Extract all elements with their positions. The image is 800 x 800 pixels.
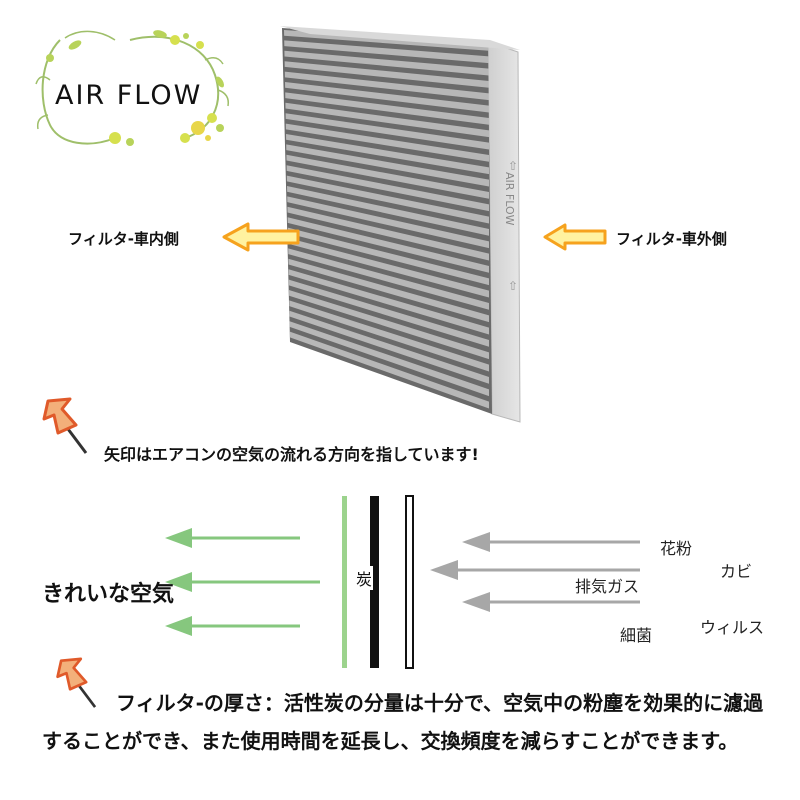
filter-pleat	[285, 113, 489, 150]
filter-pleat	[284, 40, 489, 64]
filter-pleat	[288, 248, 489, 310]
filter-pleat	[284, 50, 489, 76]
left-arrow-icon	[543, 223, 607, 251]
filter-pleat	[285, 82, 489, 113]
filter-pleat	[286, 175, 489, 224]
filter-pleat	[286, 165, 489, 212]
filter-pleat	[288, 258, 489, 323]
filter-pleat	[287, 217, 489, 273]
air-flow-logo-decoration	[35, 30, 230, 146]
carbon-layer-label: 炭	[355, 566, 374, 590]
pushpin-icon	[56, 657, 97, 708]
filter-pleat	[286, 154, 489, 199]
filter-pleat	[287, 206, 489, 261]
filter-pleat	[289, 300, 489, 372]
filter-thickness-description: フィルタ-の厚さ：活性炭の分量は十分で、空気中の粉塵を効果的に濾過することができ…	[42, 691, 764, 753]
filter-pleat	[285, 123, 489, 162]
filter-pleat	[288, 238, 489, 298]
inside-label: フィルタ-車内側	[68, 230, 179, 248]
filter-pleat	[287, 186, 489, 236]
filter-pleat	[284, 71, 489, 101]
air-flow-logo-text: AIR FLOW	[55, 80, 203, 111]
pollutant-exhaust: 排気ガス	[575, 577, 640, 596]
airflow-direction-note: 矢印はエアコンの空気の流れる方向を指しています!	[104, 445, 479, 464]
cabin-filter-image: AIR FLOW ⇧ ⇧	[280, 26, 521, 423]
outside-label: フィルタ-車外側	[616, 230, 727, 248]
filter-pleat	[287, 227, 489, 286]
svg-text:⇧: ⇧	[508, 279, 518, 293]
filtration-diagram	[165, 495, 640, 669]
svg-text:⇧: ⇧	[508, 159, 518, 173]
pushpin-icon	[42, 397, 88, 454]
filter-pleat	[285, 102, 489, 138]
filter-pleat	[289, 310, 489, 384]
clean-air-label: きれいな空気	[42, 582, 175, 607]
filter-pleat	[289, 331, 489, 409]
filter-pleat	[289, 290, 489, 360]
pollutant-mold: カビ	[720, 562, 753, 581]
pollutant-pollen: 花粉	[660, 539, 693, 558]
filter-pleat	[289, 321, 489, 397]
filter-pleat	[287, 196, 489, 249]
pollutant-bacteria: 細菌	[620, 626, 653, 645]
filter-pleat	[286, 144, 489, 187]
filter-pleat	[286, 134, 489, 175]
filter-pleat	[288, 279, 489, 347]
filter-pleat	[285, 92, 489, 125]
pollutant-virus: ウィルス	[700, 618, 765, 637]
filter-pleat	[284, 61, 489, 88]
filter-pleat	[288, 269, 489, 335]
filter-stamp-text: AIR FLOW	[503, 172, 516, 226]
left-arrow-icon	[222, 222, 300, 252]
